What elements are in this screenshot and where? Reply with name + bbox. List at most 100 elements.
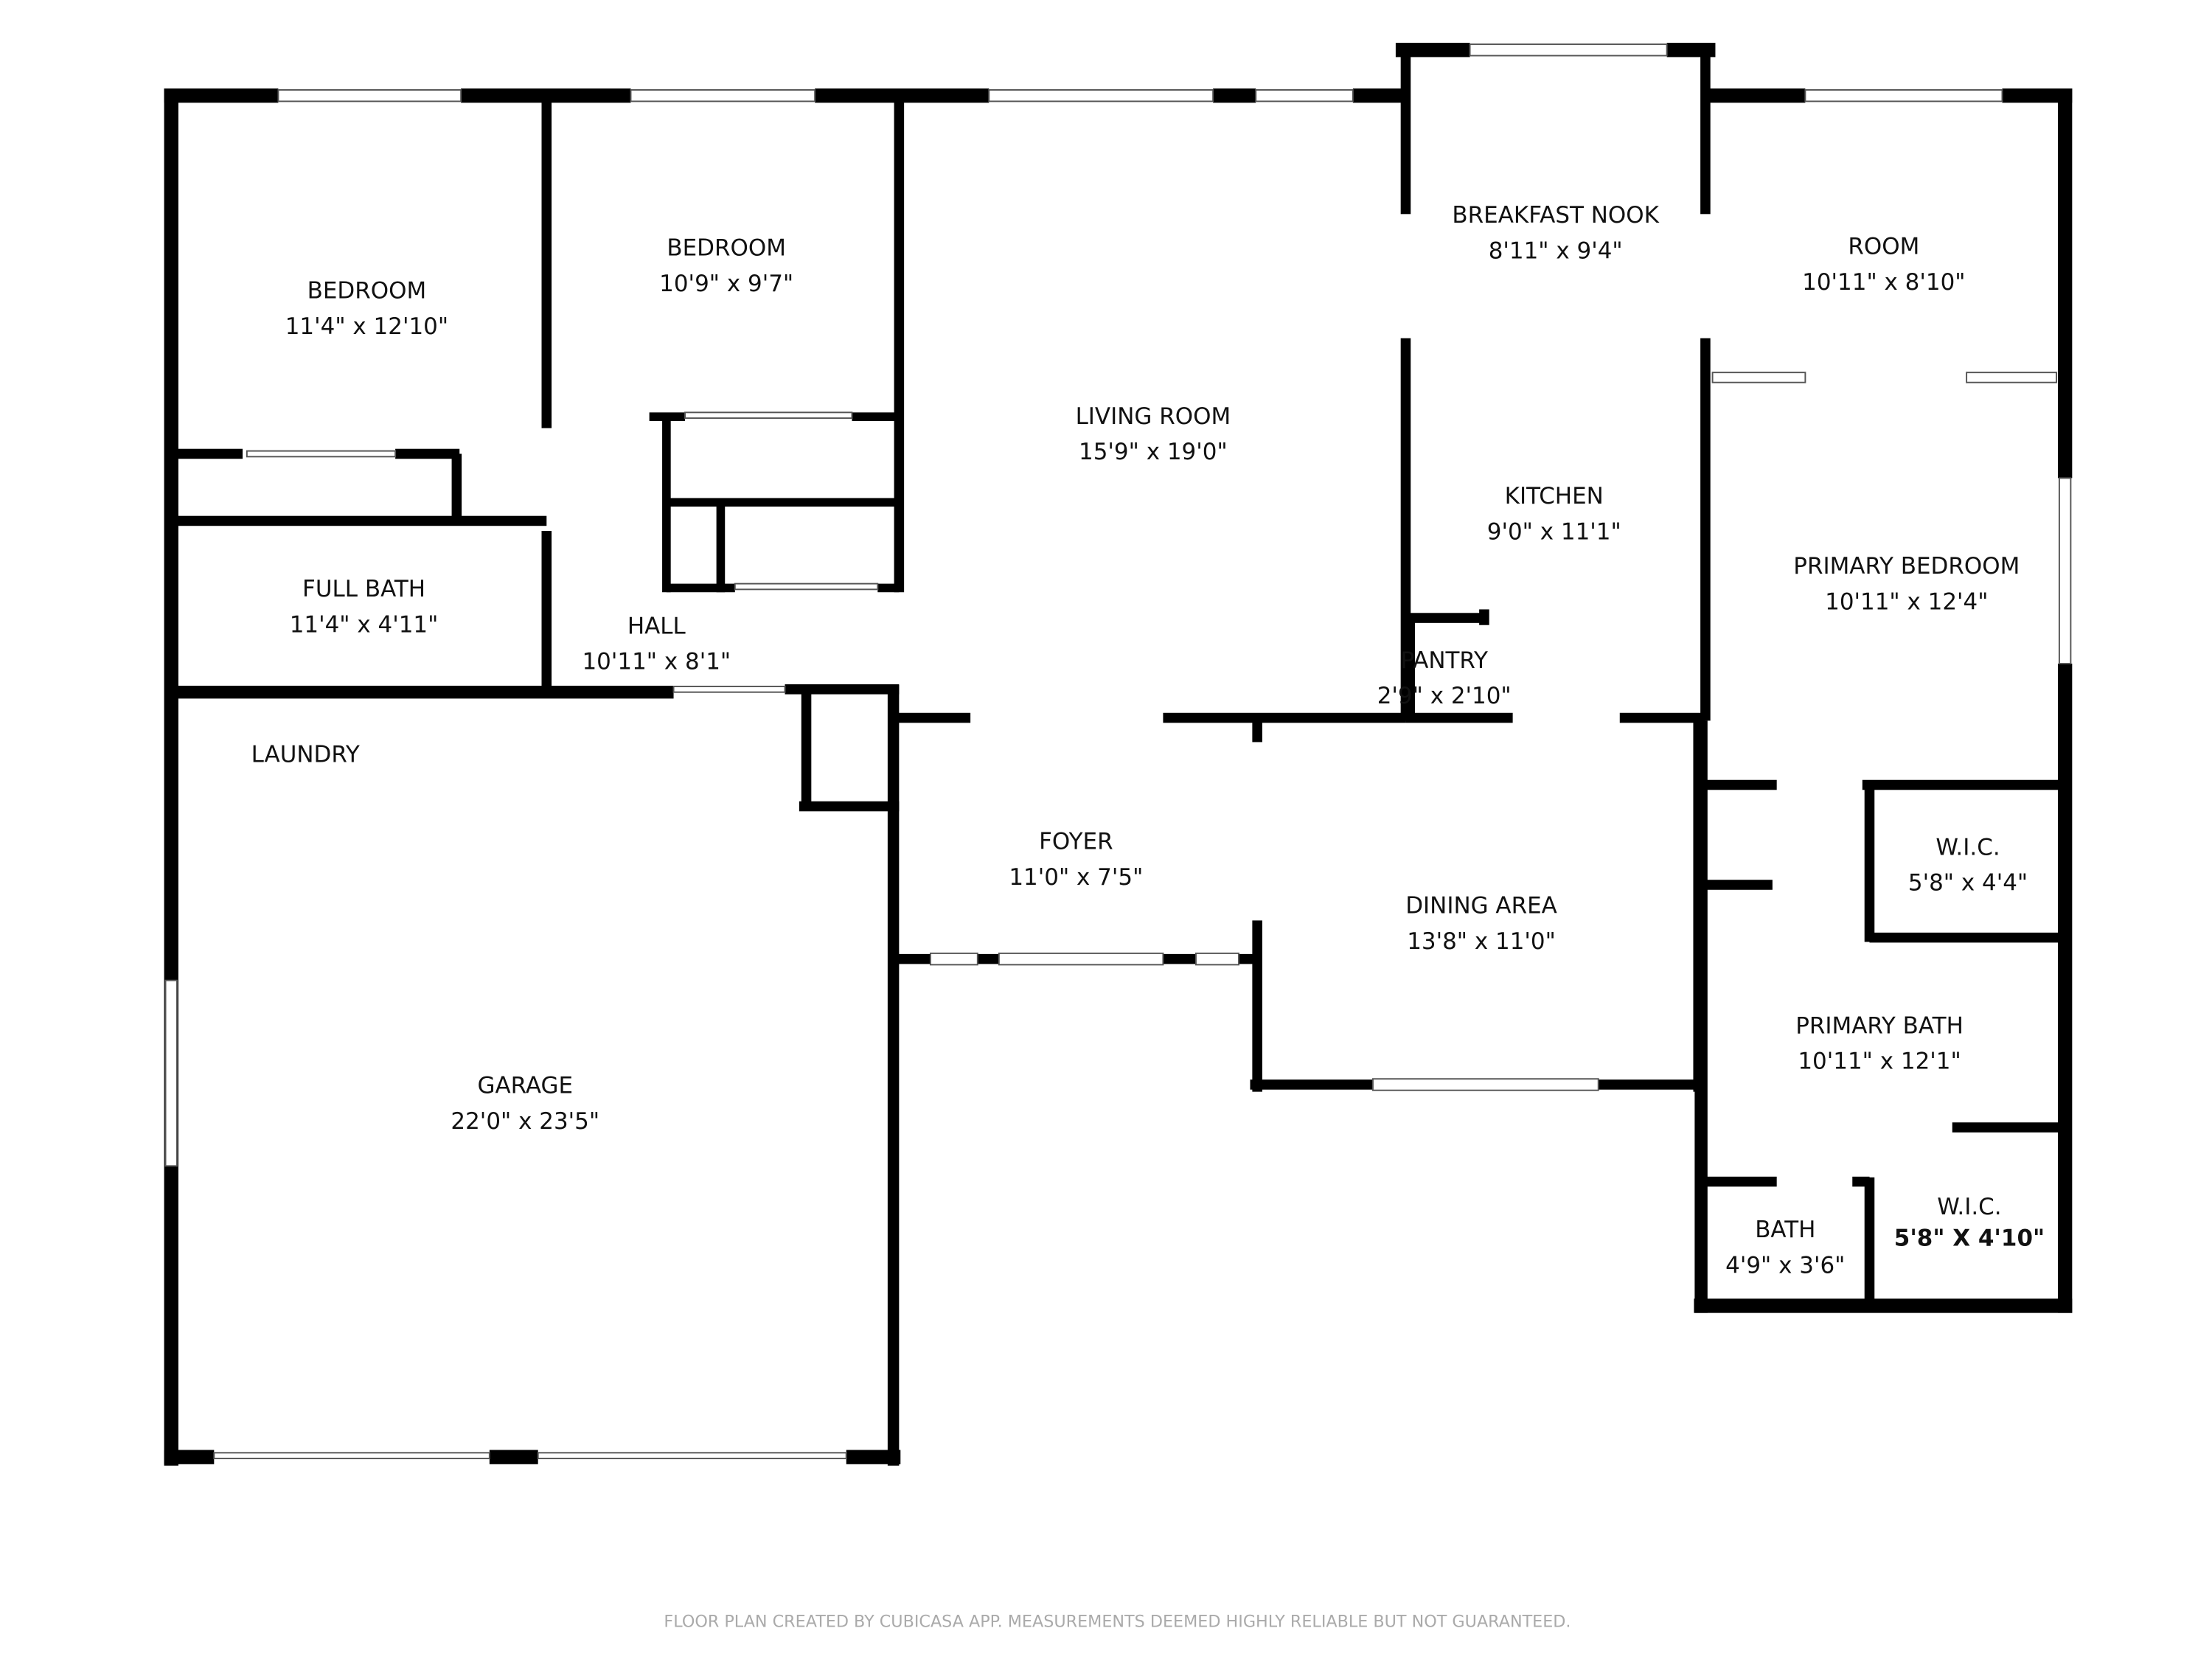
wall-segment xyxy=(1250,1079,1373,1090)
wall-segment xyxy=(1864,1177,1875,1306)
window xyxy=(246,450,397,458)
wall-segment xyxy=(1864,785,1875,942)
wall-segment xyxy=(171,515,547,526)
room-primary-bath-dims: 10'11" x 12'1" xyxy=(1798,1048,1961,1075)
wall-segment xyxy=(877,583,900,593)
room-wic-2-name: W.I.C. xyxy=(1937,1194,2001,1220)
wall-segment xyxy=(1852,1176,1870,1187)
window xyxy=(1711,372,1806,383)
wall-segment xyxy=(171,686,674,699)
room-wic-2-dims: 5'8" X 4'10" xyxy=(1894,1225,2045,1252)
window xyxy=(1194,952,1239,966)
window xyxy=(164,979,178,1167)
window xyxy=(2058,477,2072,664)
wall-segment xyxy=(1400,43,1411,215)
wall-segment xyxy=(1252,920,1262,1092)
wall-segment xyxy=(1239,953,1256,964)
wall-segment xyxy=(1705,880,1773,890)
wall-segment xyxy=(977,953,999,964)
wall-segment xyxy=(1252,720,1262,742)
wall-segment xyxy=(164,88,279,103)
wall-segment xyxy=(1862,779,2065,790)
window xyxy=(1804,88,2003,102)
room-room-dims: 10'11" x 8'10" xyxy=(1802,269,1965,296)
window xyxy=(988,88,1214,102)
wall-segment xyxy=(1701,1176,1777,1187)
room-bedroom-1-name: BEDROOM xyxy=(307,278,427,305)
room-hall-dims: 10'11" x 8'1" xyxy=(582,649,731,675)
window xyxy=(929,952,978,966)
room-pantry-name: PANTRY xyxy=(1401,647,1488,674)
wall-segment xyxy=(1598,1079,1705,1090)
room-full-bath-dims: 11'4" x 4'11" xyxy=(290,611,439,638)
room-wic-1-name: W.I.C. xyxy=(1935,834,2000,860)
room-living-name: LIVING ROOM xyxy=(1076,403,1231,430)
room-bedroom-1-dims: 11'4" x 12'10" xyxy=(285,313,448,340)
wall-segment xyxy=(1701,779,1777,790)
window xyxy=(537,1452,847,1460)
wall-segment xyxy=(489,1450,538,1464)
wall-segment xyxy=(1619,712,1705,723)
wall-segment xyxy=(1395,43,1470,58)
window xyxy=(734,582,879,591)
wall-segment xyxy=(846,1450,901,1464)
window xyxy=(998,952,1164,966)
room-kitchen-name: KITCHEN xyxy=(1505,483,1604,509)
wall-segment xyxy=(1352,88,1411,103)
footer-disclaimer: FLOOR PLAN CREATED BY CUBICASA APP. MEAS… xyxy=(664,1612,1571,1631)
walls xyxy=(164,43,2073,1466)
room-garage-name: GARAGE xyxy=(477,1073,573,1099)
room-kitchen-dims: 9'0" x 11'1" xyxy=(1487,519,1621,546)
room-primary-bath-name: PRIMARY BATH xyxy=(1795,1012,1964,1039)
wall-segment xyxy=(785,684,900,695)
room-laundry-name: LAUNDRY xyxy=(251,742,360,768)
room-foyer-dims: 11'0" x 7'5" xyxy=(1009,864,1143,891)
room-primary-bedroom-dims: 10'11" x 12'4" xyxy=(1825,588,1988,615)
wall-segment xyxy=(1405,613,1487,623)
wall-segment xyxy=(894,95,905,593)
wall-segment xyxy=(2002,88,2073,103)
room-labels: BEDROOM 11'4" x 12'10" BEDROOM 10'9" x 9… xyxy=(251,202,2045,1279)
wall-segment xyxy=(649,412,686,421)
wall-segment xyxy=(893,953,931,964)
wall-segment xyxy=(1163,712,1406,723)
room-foyer-name: FOYER xyxy=(1039,829,1113,855)
room-dining-name: DINING AREA xyxy=(1405,893,1557,919)
window xyxy=(277,88,462,102)
wall-segment xyxy=(1952,1122,2065,1133)
wall-segment xyxy=(541,95,552,428)
room-dining-dims: 13'8" x 11'0" xyxy=(1407,928,1556,955)
window xyxy=(1371,1078,1599,1091)
wall-segment xyxy=(2057,664,2073,1313)
wall-segment xyxy=(1479,609,1489,625)
window xyxy=(1255,88,1354,102)
window xyxy=(684,411,853,420)
room-hall-name: HALL xyxy=(627,613,686,639)
window xyxy=(630,88,816,102)
wall-segment xyxy=(1163,953,1196,964)
wall-segment xyxy=(2057,88,2073,479)
room-bedroom-2-dims: 10'9" x 9'7" xyxy=(659,271,793,297)
room-bath-dims: 4'9" x 3'6" xyxy=(1725,1252,1845,1279)
wall-segment xyxy=(1405,613,1416,721)
room-pantry-dims: 2'9" x 2'10" xyxy=(1377,683,1512,709)
room-living-dims: 15'9" x 19'0" xyxy=(1079,439,1228,465)
wall-segment xyxy=(164,88,178,1466)
wall-segment xyxy=(1405,712,1513,723)
wall-segment xyxy=(1700,338,1711,721)
windows xyxy=(164,44,2072,1460)
window xyxy=(213,1452,490,1460)
wall-segment xyxy=(799,801,900,812)
wall-segment xyxy=(666,583,735,593)
room-wic-1-dims: 5'8" x 4'4" xyxy=(1908,870,2028,897)
wall-segment xyxy=(1694,1298,2073,1313)
wall-segment xyxy=(852,412,900,421)
room-nook-name: BREAKFAST NOOK xyxy=(1452,202,1659,229)
window xyxy=(672,686,786,693)
wall-segment xyxy=(887,685,900,1466)
room-garage-dims: 22'0" x 23'5" xyxy=(451,1108,599,1135)
wall-segment xyxy=(164,1450,215,1464)
window xyxy=(1966,372,2057,383)
room-bath-name: BATH xyxy=(1755,1217,1815,1243)
